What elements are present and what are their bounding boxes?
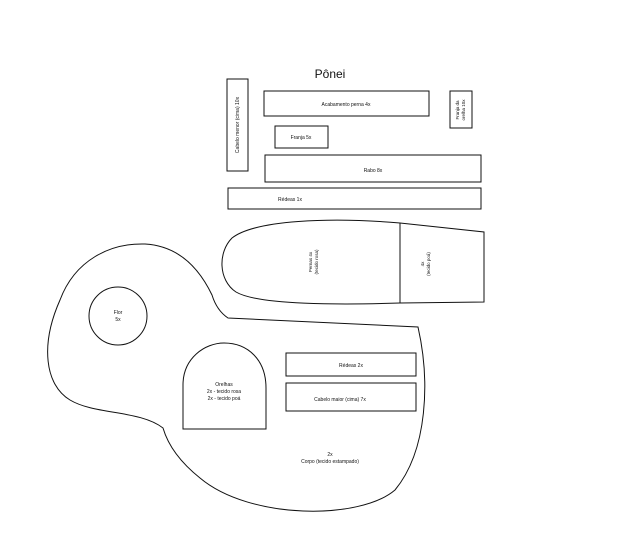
piece-franja-orelha-label-1: Franja da <box>455 100 460 120</box>
piece-rabo-label: Rabo 8x <box>364 168 383 174</box>
piece-cabelo-maior-label: Cabelo maior (cima) 7x <box>314 397 366 403</box>
piece-pernas-right-label-2: (tecido poá) <box>426 252 431 276</box>
piece-franja <box>274 125 329 149</box>
piece-rabo <box>264 154 482 183</box>
piece-orelhas-label-1: Orelhas <box>215 382 233 388</box>
piece-corpo-label-1: 2x <box>327 452 333 458</box>
piece-pernas-right-label-1: 4x <box>420 261 425 267</box>
piece-acabamento-perna-label: Acabamento perna 4x <box>322 102 371 108</box>
piece-flor-label-1: Flor <box>114 310 123 316</box>
piece-redeas-1-label: Rédeas 1x <box>278 197 302 203</box>
piece-redeas-1 <box>227 187 482 210</box>
piece-pernas-left-label-1: Pernas 4x <box>308 251 313 272</box>
piece-cabelo-menor-label: Cabelo menor (cima) 10x <box>235 96 241 153</box>
piece-acabamento-perna <box>263 90 430 117</box>
piece-pernas-left-label-2: (tecido rosa) <box>314 249 319 275</box>
piece-orelhas-label-3: 2x - tecido poá <box>208 396 241 402</box>
piece-orelhas-label-2: 2x - tecido rosa <box>207 389 241 395</box>
piece-orelhas <box>182 342 267 430</box>
piece-cabelo-maior <box>285 382 417 412</box>
piece-corpo-label-2: Corpo (tecido estampado) <box>301 459 359 465</box>
piece-flor <box>88 286 148 346</box>
piece-corpo-outline <box>47 243 426 512</box>
piece-franja-label: Franja 5x <box>291 135 312 141</box>
page-title: Pônei <box>315 67 346 81</box>
piece-cabelo-menor <box>226 78 249 172</box>
piece-redeas-2 <box>285 352 417 377</box>
piece-redeas-2-label: Rédeas 2x <box>339 363 363 369</box>
piece-flor-label-2: 5x <box>115 317 121 323</box>
piece-franja-orelha <box>449 90 473 129</box>
piece-pernas-outline <box>221 219 485 305</box>
piece-franja-orelha-label-2: orelha 10x <box>461 99 466 121</box>
